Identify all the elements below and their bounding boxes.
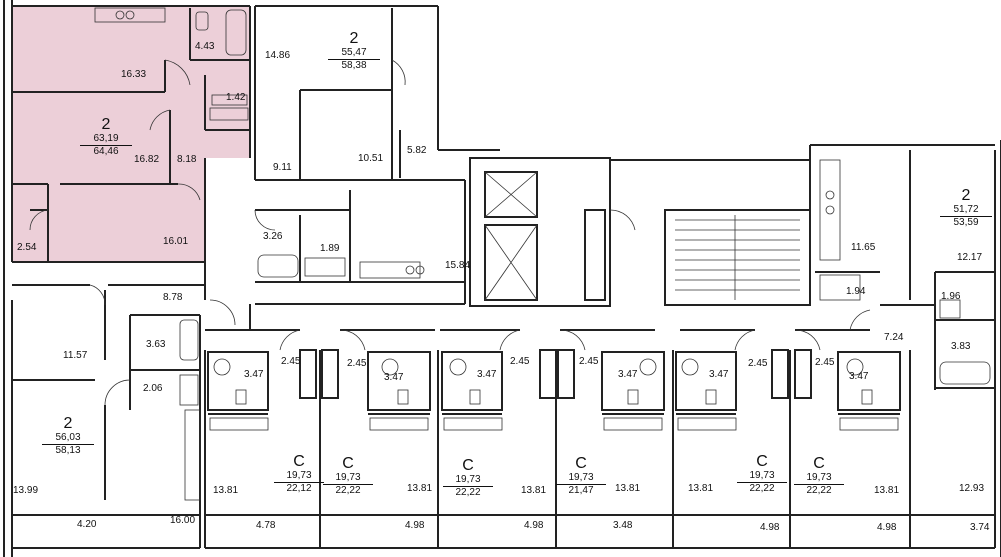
room-area: 15.84 bbox=[445, 260, 471, 271]
room-area: 3.47 bbox=[618, 369, 638, 380]
room-area: 8.18 bbox=[177, 154, 197, 165]
room-area: 2.45 bbox=[281, 356, 301, 367]
room-area: 4.98 bbox=[760, 522, 780, 533]
unit-rooms: 2 bbox=[349, 30, 359, 47]
room-area: 16.00 bbox=[170, 515, 196, 526]
unit-left-bottom-label: 2 56,03 58,13 bbox=[42, 415, 94, 457]
unit-rooms: С bbox=[756, 453, 768, 470]
room-area: 3.48 bbox=[613, 520, 633, 531]
unit-area-living: 56,03 bbox=[42, 432, 94, 445]
unit-area-total: 58,38 bbox=[341, 60, 367, 71]
room-area: 13.99 bbox=[13, 485, 39, 496]
unit-rooms: С bbox=[342, 455, 354, 472]
studio-2-label: С 19,73 22,22 bbox=[323, 455, 373, 497]
room-area: 1.96 bbox=[941, 291, 961, 302]
room-area: 3.63 bbox=[146, 339, 166, 350]
room-area: 3.47 bbox=[849, 371, 869, 382]
unit-area-living: 19,73 bbox=[323, 472, 373, 485]
unit-area-total: 58,13 bbox=[55, 445, 81, 456]
unit-rooms: С bbox=[462, 457, 474, 474]
room-area: 4.98 bbox=[524, 520, 544, 531]
room-area: 7.24 bbox=[884, 332, 904, 343]
room-area: 2.45 bbox=[510, 356, 530, 367]
unit-area-living: 19,73 bbox=[737, 470, 787, 483]
room-area: 2.45 bbox=[748, 358, 768, 369]
room-area: 10.51 bbox=[358, 153, 384, 164]
room-area: 12.93 bbox=[959, 483, 985, 494]
room-area: 13.81 bbox=[521, 485, 547, 496]
unit-area-living: 19,73 bbox=[794, 472, 844, 485]
unit-rooms: 2 bbox=[961, 187, 971, 204]
unit-area-total: 22,12 bbox=[286, 483, 312, 494]
room-area: 13.81 bbox=[615, 483, 641, 494]
unit-area-total: 22,22 bbox=[749, 483, 775, 494]
room-area: 3.47 bbox=[709, 369, 729, 380]
room-area: 13.81 bbox=[688, 483, 714, 494]
studio-1-label: С 19,73 22,12 bbox=[274, 453, 324, 495]
studio-5-label: С 19,73 22,22 bbox=[737, 453, 787, 495]
room-area: 5.82 bbox=[407, 145, 427, 156]
room-area: 3.26 bbox=[263, 231, 283, 242]
unit-area-total: 21,47 bbox=[568, 485, 594, 496]
unit-top-mid-label: 2 55,47 58,38 bbox=[328, 30, 380, 72]
room-area: 4.78 bbox=[256, 520, 276, 531]
room-area: 4.43 bbox=[195, 41, 215, 52]
unit-left-top-label: 2 63,19 64,46 bbox=[80, 116, 132, 158]
unit-area-total: 22,22 bbox=[806, 485, 832, 496]
fixtures bbox=[29, 7, 991, 501]
room-area: 3.74 bbox=[970, 522, 990, 533]
unit-area-living: 63,19 bbox=[80, 133, 132, 146]
unit-area-living: 19,73 bbox=[274, 470, 324, 483]
unit-right-label: 2 51,72 53,59 bbox=[940, 187, 992, 229]
unit-area-living: 51,72 bbox=[940, 204, 992, 217]
studio-3-label: С 19,73 22,22 bbox=[443, 457, 493, 499]
room-area: 13.81 bbox=[213, 485, 239, 496]
room-area: 2.06 bbox=[143, 383, 163, 394]
room-area: 1.89 bbox=[320, 243, 340, 254]
room-area: 4.20 bbox=[77, 519, 97, 530]
room-area: 13.81 bbox=[407, 483, 433, 494]
unit-rooms: 2 bbox=[101, 116, 111, 133]
unit-area-living: 55,47 bbox=[328, 47, 380, 60]
unit-area-total: 22,22 bbox=[335, 485, 361, 496]
room-area: 3.47 bbox=[477, 369, 497, 380]
unit-area-total: 53,59 bbox=[953, 217, 979, 228]
walls bbox=[3, 0, 1001, 557]
room-area: 2.45 bbox=[815, 357, 835, 368]
unit-area-total: 22,22 bbox=[455, 487, 481, 498]
room-area: 4.98 bbox=[405, 520, 425, 531]
room-area: 3.47 bbox=[244, 369, 264, 380]
unit-area-total: 64,46 bbox=[93, 146, 119, 157]
studio-6-label: С 19,73 22,22 bbox=[794, 455, 844, 497]
room-area: 1.94 bbox=[846, 286, 866, 297]
unit-area-living: 19,73 bbox=[443, 474, 493, 487]
room-area: 12.17 bbox=[957, 252, 983, 263]
room-area: 2.45 bbox=[347, 358, 367, 369]
studio-4-label: С 19,73 21,47 bbox=[556, 455, 606, 497]
room-area: 8.78 bbox=[163, 292, 183, 303]
room-area: 14.86 bbox=[265, 50, 291, 61]
room-area: 16.33 bbox=[121, 69, 147, 80]
room-area: 13.81 bbox=[874, 485, 900, 496]
room-area: 4.98 bbox=[877, 522, 897, 533]
unit-rooms: 2 bbox=[63, 415, 73, 432]
unit-rooms: С bbox=[813, 455, 825, 472]
room-area: 11.65 bbox=[851, 242, 876, 253]
room-area: 2.45 bbox=[579, 356, 599, 367]
room-area: 16.01 bbox=[163, 236, 189, 247]
room-area: 1.42 bbox=[226, 92, 246, 103]
room-area: 16.82 bbox=[134, 154, 160, 165]
highlighted-apartment bbox=[12, 6, 250, 262]
room-area: 2.54 bbox=[17, 242, 37, 253]
unit-rooms: С bbox=[575, 455, 587, 472]
room-area: 11.57 bbox=[63, 350, 88, 361]
unit-area-living: 19,73 bbox=[556, 472, 606, 485]
room-area: 3.83 bbox=[951, 341, 971, 352]
room-area: 9.11 bbox=[273, 162, 292, 173]
room-area: 3.47 bbox=[384, 372, 404, 383]
unit-rooms: С bbox=[293, 453, 305, 470]
